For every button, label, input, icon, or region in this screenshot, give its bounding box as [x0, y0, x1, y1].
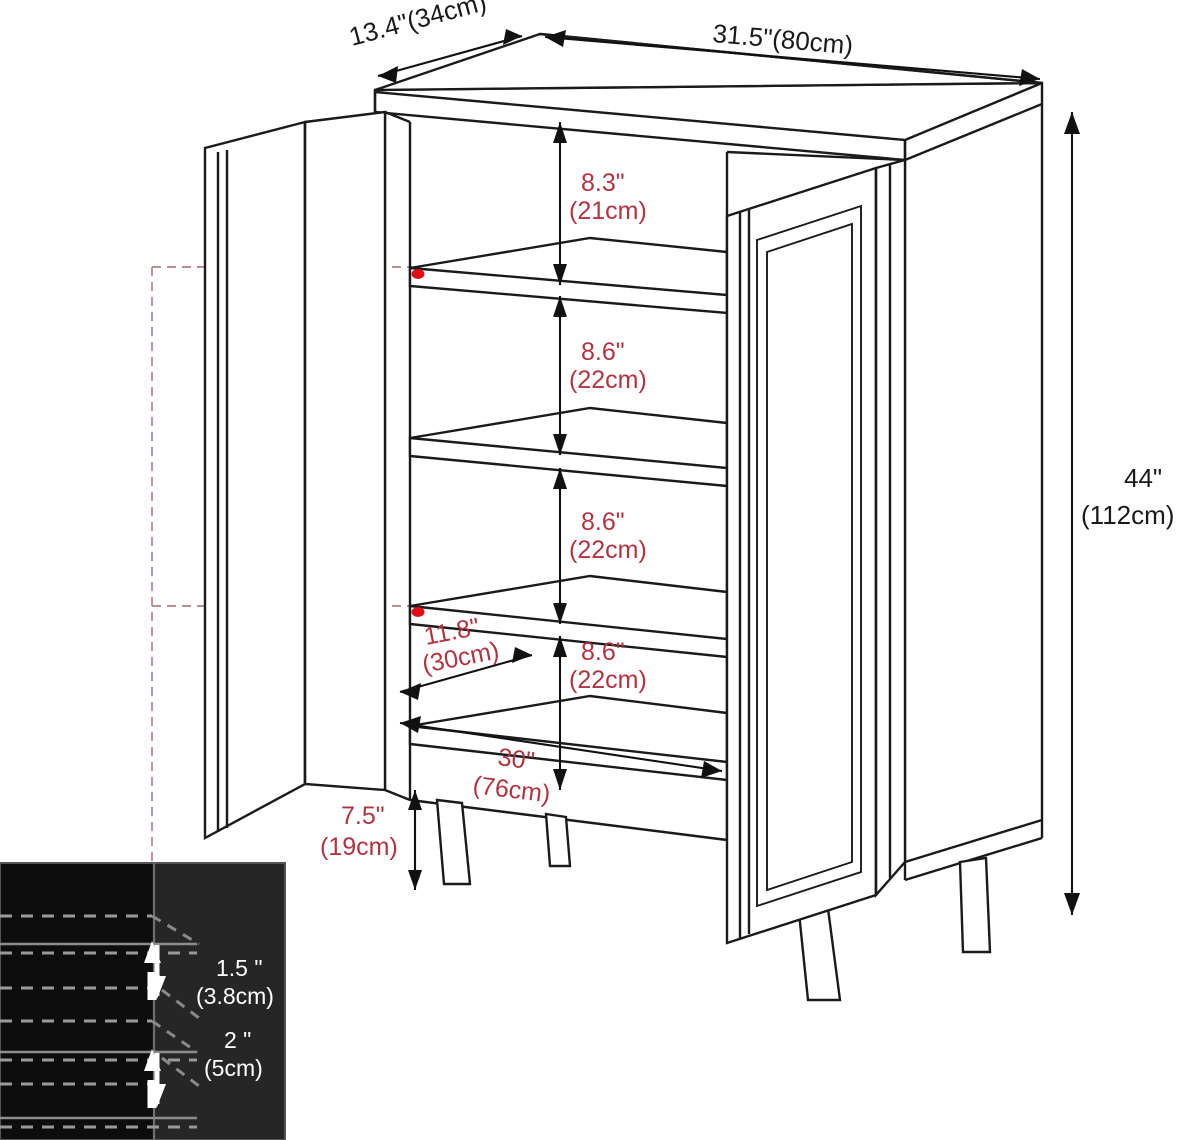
- dim-leg-height-label-cm: (19cm): [320, 833, 398, 861]
- shelf-pin-lower-icon: [411, 607, 425, 617]
- shelf-pin-upper-icon: [411, 269, 425, 279]
- right-door-open: [725, 158, 907, 945]
- left-door-open: [203, 110, 387, 841]
- dim-gap2-arrow: [553, 296, 567, 455]
- inset-background-left: [0, 863, 155, 1140]
- dim-height-arrow: [1064, 112, 1080, 915]
- inset-shelf-rows: [0, 914, 197, 1129]
- dim-gap3-arrow: [553, 468, 567, 624]
- dim-leg-height-label-in: 7.5": [341, 802, 385, 830]
- dim-width-arrow: [544, 30, 1041, 86]
- shelves: [408, 236, 729, 782]
- dim-interior-depth-arrow: [399, 647, 533, 700]
- dim-gap1-arrow: [553, 122, 567, 285]
- dim-gap3-label-cm: (22cm): [569, 536, 647, 564]
- dim-gap2-label-in: 8.6": [581, 338, 625, 366]
- dim-depth-arrow: [377, 29, 523, 83]
- dim-gap4-label-cm: (22cm): [569, 666, 647, 694]
- inset-gap-b-label-in: 2 ": [224, 1027, 251, 1053]
- dim-interior-width-arrow: [399, 716, 723, 778]
- inset-gap-a-label-cm: (3.8cm): [196, 983, 274, 1009]
- dim-gap1-label-in: 8.3": [581, 169, 625, 197]
- inset-gap-a-label-in: 1.5 ": [216, 955, 263, 981]
- dim-gap4-label-in: 8.6": [581, 638, 625, 666]
- shelf-pin-markers: [411, 269, 425, 617]
- dim-gap3-label-in: 8.6": [581, 508, 625, 536]
- dim-gap4-arrow: [553, 636, 567, 790]
- inset-gap-arrow-a: [144, 941, 166, 1000]
- dim-gap1-label-cm: (21cm): [569, 197, 647, 225]
- dim-height-label-cm: (112cm): [1081, 500, 1174, 530]
- dim-gap2-label-cm: (22cm): [569, 366, 647, 394]
- dim-leg-height-arrow: [408, 790, 422, 890]
- inset-leader-lines: [151, 914, 200, 1088]
- inset-border: [0, 862, 286, 1140]
- dim-height-label-in: 44": [1124, 463, 1162, 493]
- inset-gap-b-label-cm: (5cm): [204, 1055, 263, 1081]
- inset-gap-arrow-b: [144, 1049, 166, 1108]
- dim-interior-width-label-in: 30": [496, 743, 536, 775]
